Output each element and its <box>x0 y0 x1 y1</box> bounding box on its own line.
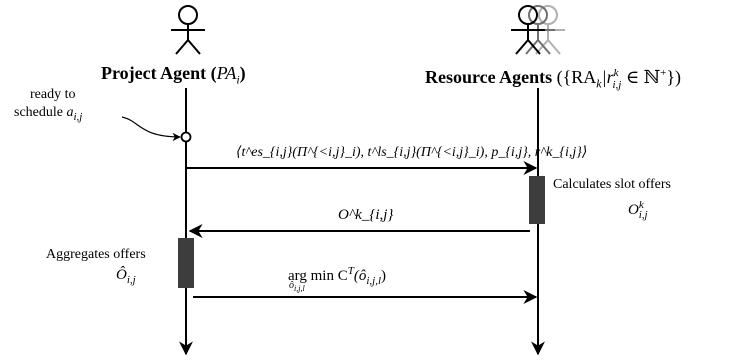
calculate-activity-math: Oki,j <box>628 196 648 224</box>
resource-agents-set-cond-sub: i,j <box>612 78 622 91</box>
project-agent-title: Project Agent (PAi) <box>101 62 246 91</box>
selection-argmin: arg min C <box>288 268 348 284</box>
selection-message-underscript: ôi,j,l <box>289 280 305 295</box>
project-agent-open: ( <box>210 63 217 83</box>
offers-message-label: O^k_{i,j} <box>338 207 394 223</box>
resource-agents-set-cond-sup: k <box>613 67 619 79</box>
calculate-math-sup: k <box>638 199 644 211</box>
aggregate-math-sub: i,j <box>126 274 136 286</box>
calculate-activity-label: Calculates slot offers <box>553 177 671 192</box>
trigger-note-math: a <box>66 105 74 120</box>
project-agent-symbol: PA <box>216 63 237 83</box>
calculate-math-sub: i,j <box>638 209 648 221</box>
resource-agents-set-open: ({RA <box>556 67 597 87</box>
aggregate-activation-bar <box>178 238 194 288</box>
trigger-note-text: schedule <box>14 105 67 120</box>
resource-agents-set-sub: k <box>596 76 602 91</box>
aggregate-math-symbol: Ô <box>116 267 127 283</box>
resource-agents-set-cond: |r <box>601 67 614 87</box>
selection-arg-sub: i,j,l <box>366 275 382 287</box>
resource-agents-name: Resource Agents <box>425 67 553 87</box>
selection-arg-close: ) <box>381 268 387 284</box>
resource-agents-set-tail-sup: + <box>660 67 667 79</box>
calculate-activation-bar <box>529 176 545 224</box>
aggregate-activity-label: Aggregates offers <box>46 247 146 262</box>
aggregate-activity-math: Ôi,j <box>116 266 136 289</box>
trigger-note-sub: i,j <box>73 110 83 123</box>
project-agent-name: Project Agent <box>101 63 207 83</box>
project-agent-symbol-sub: i <box>236 72 240 87</box>
project-agent-icon <box>171 5 205 55</box>
request-message-label: ⟨t^es_{i,j}(Π^{<i,j}_i), t^ls_{i,j}(Π^{<… <box>236 145 588 160</box>
trigger-note-arrow <box>121 116 181 142</box>
resource-agents-set: ({RAk|rki,j ∈ ℕ+}) <box>556 67 681 91</box>
selection-under-sub: i,j,l <box>294 284 305 293</box>
selection-under: ô <box>289 280 294 291</box>
selection-message-label: arg min CT(ôi,j,l) <box>288 262 386 290</box>
trigger-start-marker <box>180 131 192 143</box>
resource-agents-title: Resource Agents ({RAk|rki,j ∈ ℕ+}) <box>425 62 681 96</box>
resource-agents-set-tail: ∈ ℕ <box>621 67 661 87</box>
selection-sup: T <box>347 265 354 277</box>
resource-agents-set-close: }) <box>666 67 681 87</box>
project-agent-close: ) <box>239 63 246 83</box>
trigger-note-line1: ready to <box>30 87 76 102</box>
trigger-note-line2: schedule ai,j <box>14 104 82 126</box>
calculate-math-symbol: O <box>628 202 639 218</box>
resource-agents-icon <box>511 5 565 55</box>
selection-arg: (ô <box>353 268 367 284</box>
